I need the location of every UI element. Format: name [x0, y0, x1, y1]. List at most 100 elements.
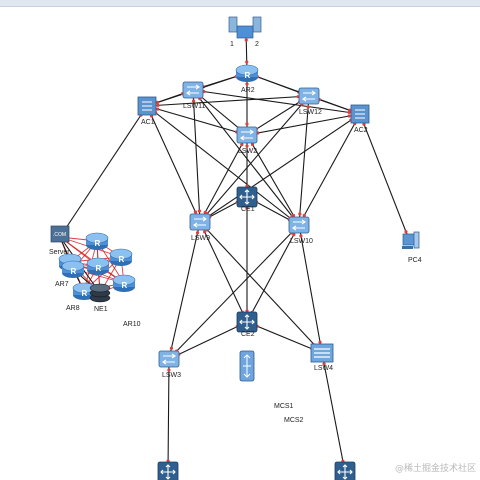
node-ce2-icon[interactable] — [236, 311, 258, 333]
node-label-ce2: CE2 — [241, 331, 255, 338]
node-label-ar2: AR2 — [241, 87, 255, 94]
svg-text:R: R — [245, 71, 251, 80]
link-lsw10-lsw3 — [168, 224, 300, 360]
cluster-router-icon[interactable]: R — [85, 232, 109, 250]
svg-text:R: R — [122, 281, 128, 290]
link-ac1-lsw2 — [146, 105, 248, 136]
link-ac2-lsw9 — [199, 113, 361, 223]
link-ce2-lsw4 — [246, 321, 323, 354]
port-dot — [299, 234, 303, 238]
port-dot — [245, 82, 249, 86]
link-lsw11-ac2 — [192, 89, 361, 115]
port-dot — [298, 212, 302, 216]
link-lsw10-ce2 — [246, 224, 300, 323]
port-dot — [250, 142, 255, 147]
node-ac2-icon[interactable] — [350, 104, 370, 124]
node-ar8-icon[interactable]: R — [72, 282, 96, 300]
node-bottom2-icon[interactable] — [334, 461, 356, 480]
node-lsw9-icon[interactable] — [189, 213, 211, 231]
link-lsw11-lsw10 — [192, 89, 300, 226]
port-dot — [306, 105, 310, 109]
label-ar10: AR10 — [123, 321, 141, 328]
link-lsw2-lsw10 — [246, 134, 300, 226]
node-lsw4-icon[interactable] — [310, 343, 334, 363]
svg-text:R: R — [71, 267, 77, 276]
internet-port-right: 2 — [255, 41, 259, 48]
port-dot — [291, 213, 296, 218]
watermark: @稀土掘金技术社区 — [394, 464, 476, 474]
node-label-ac1: AC1 — [141, 119, 155, 126]
port-dot — [244, 38, 248, 42]
node-label-lsw10: LSW10 — [290, 238, 313, 245]
node-lsw11-icon[interactable] — [182, 81, 204, 99]
svg-text:R: R — [119, 255, 125, 264]
link-ac1-lsw9 — [146, 105, 201, 223]
cluster-router-icon[interactable]: R — [86, 257, 110, 275]
svg-text:R: R — [96, 264, 102, 273]
port-dot — [203, 210, 207, 214]
node-label-lsw9: LSW9 — [191, 235, 211, 242]
link-lsw12-lsw9 — [199, 95, 310, 223]
node-label-ar7: AR7 — [55, 281, 69, 288]
node-standby-icon[interactable] — [239, 350, 255, 382]
link-lsw12-ac1 — [146, 95, 310, 107]
link-ac2-lsw2 — [246, 113, 361, 136]
port-dot — [245, 144, 249, 148]
node-label-ac2: AC2 — [354, 127, 368, 134]
node-label-lsw3: LSW3 — [162, 372, 182, 379]
node-ne1-icon[interactable] — [89, 283, 111, 303]
port-dot — [318, 340, 322, 344]
port-dot — [169, 346, 174, 350]
port-dot — [404, 230, 408, 234]
node-ce1-icon[interactable] — [236, 186, 258, 208]
link-lsw3-bottom1 — [167, 358, 170, 473]
node-label-ce1: CE1 — [241, 206, 255, 213]
link-lsw10-lsw4 — [298, 224, 323, 354]
port-dot — [245, 122, 249, 126]
link-ac2-pc4 — [359, 113, 411, 243]
link-lsw4-bottom2 — [321, 352, 346, 473]
node-lsw3-icon[interactable] — [158, 350, 180, 368]
link-lsw9-lsw3 — [168, 221, 201, 360]
port-dot — [302, 213, 306, 217]
port-dot — [195, 231, 200, 235]
port-dot — [155, 100, 159, 104]
node-lsw2-icon[interactable] — [236, 126, 258, 144]
cluster-router-icon[interactable]: R — [109, 248, 133, 266]
link-lsw9-lsw4 — [199, 221, 323, 354]
port-dot — [245, 60, 249, 64]
node-server-icon[interactable]: .COM — [50, 225, 70, 243]
link-ac2-lsw10 — [298, 113, 361, 226]
port-dot — [156, 103, 160, 107]
node-lsw12-icon[interactable] — [298, 87, 320, 105]
node-lsw10-icon[interactable] — [288, 216, 310, 234]
svg-text:R: R — [82, 289, 88, 298]
node-pc4-icon[interactable] — [402, 231, 420, 249]
svg-text:R: R — [95, 239, 101, 248]
node-internet-icon[interactable] — [228, 16, 262, 39]
port-dot — [322, 362, 326, 366]
node-label-lsw2: LSW2 — [238, 148, 258, 155]
port-dot — [197, 209, 202, 213]
node-bottom1-icon[interactable] — [157, 461, 179, 480]
cluster-router-icon[interactable]: R — [112, 274, 136, 292]
node-ar7-icon[interactable]: R — [61, 260, 85, 278]
port-dot — [240, 143, 244, 147]
port-dot — [292, 233, 296, 237]
port-dot — [347, 114, 351, 118]
port-dot — [348, 108, 352, 112]
label-mcs1: MCS1 — [274, 403, 294, 410]
port-dot — [203, 230, 207, 234]
node-label-ar8: AR8 — [66, 305, 80, 312]
node-ar2-icon[interactable]: R — [235, 64, 259, 82]
port-dot — [362, 122, 366, 126]
label-mcs2: MCS2 — [284, 417, 304, 424]
node-ac1-icon[interactable] — [137, 96, 157, 116]
link-lsw12-lsw10 — [298, 95, 310, 226]
port-dot — [193, 210, 198, 214]
node-label-lsw11: LSW11 — [183, 103, 206, 110]
node-label-server: Server — [49, 249, 70, 256]
link-lsw2-lsw9 — [199, 134, 248, 223]
